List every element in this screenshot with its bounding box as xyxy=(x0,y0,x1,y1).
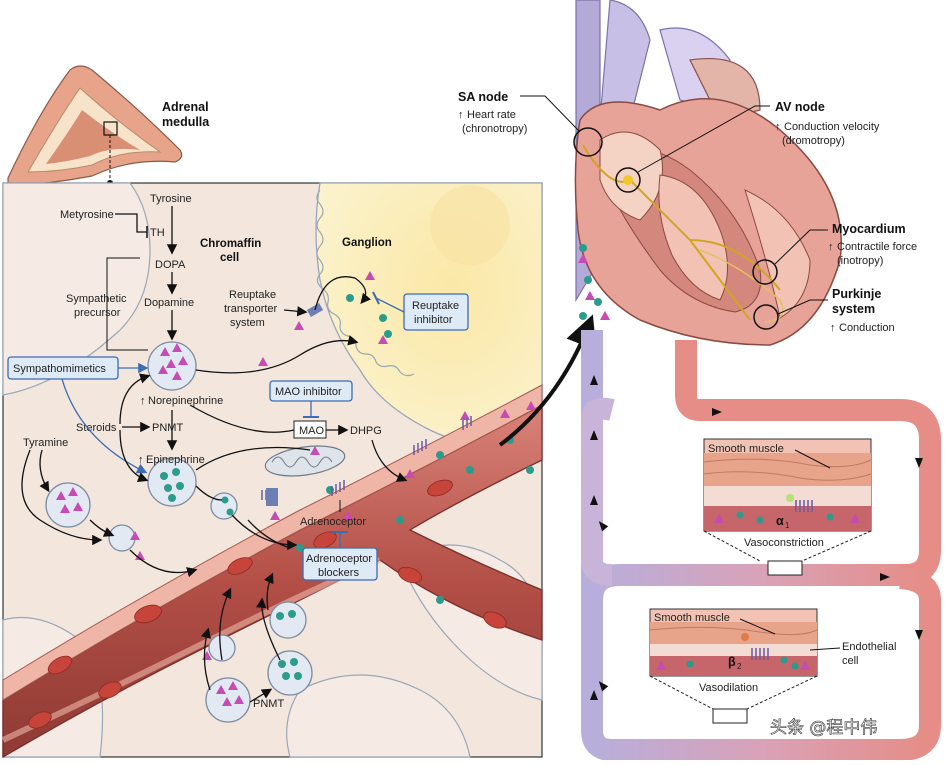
reuptake-transporter-label-3: system xyxy=(230,317,265,329)
tyramine-label: Tyramine xyxy=(23,437,68,449)
reuptake-inhibitor-label-2: inhibitor xyxy=(414,314,453,326)
myocardium-label: Myocardium xyxy=(832,222,906,236)
sa-node-label: SA node xyxy=(458,90,508,104)
adrenal-gland xyxy=(7,65,183,187)
sympathetic-precursor-label-2: precursor xyxy=(74,307,121,319)
ganglion-label: Ganglion xyxy=(342,237,392,249)
beta2-sub: 2 xyxy=(737,662,742,671)
epinephrine-molecules xyxy=(160,294,534,680)
alpha1-label: α xyxy=(776,514,784,528)
beta2-label: β xyxy=(728,655,736,669)
epinephrine-up-arrow: ↑ xyxy=(138,454,144,466)
adrenoceptor-blockers-label-2: blockers xyxy=(318,567,359,579)
purkinje-conduction-label: Conduction xyxy=(839,322,895,334)
pnmt-label: PNMT xyxy=(152,422,183,434)
reuptake-transporter-label-1: Reuptake xyxy=(229,289,276,301)
av-dromotropy-label: (dromotropy) xyxy=(782,135,845,147)
purkinje-label-2: system xyxy=(832,302,875,316)
adrenal-label-2: medulla xyxy=(162,115,210,129)
steroids-label: Steroids xyxy=(76,422,117,434)
metyrosine-label: Metyrosine xyxy=(60,209,114,221)
norepinephrine-molecules xyxy=(56,271,536,706)
mitochondrion xyxy=(264,445,346,477)
vasodilation-inset xyxy=(649,608,818,710)
sa-heart-rate-label: Heart rate xyxy=(467,109,516,121)
dopa-label: DOPA xyxy=(155,259,186,271)
endothelial-label-2: cell xyxy=(842,655,859,667)
circulation-loop xyxy=(581,330,941,761)
tyrosine-label: Tyrosine xyxy=(150,193,192,205)
myo-up-arrow: ↑ xyxy=(828,241,834,253)
sympathetic-precursor-label-1: Sympathetic xyxy=(66,293,127,305)
dhpg-label: DHPG xyxy=(350,425,382,437)
mao-label: MAO xyxy=(299,425,325,437)
sa-up-arrow: ↑ xyxy=(458,109,464,121)
mao-inhibitor-label: MAO inhibitor xyxy=(275,386,342,398)
chromaffin-label-2: cell xyxy=(220,252,239,264)
heart xyxy=(573,0,842,346)
alpha1-sub: 1 xyxy=(785,521,790,530)
vasoconstriction-label: Vasoconstriction xyxy=(744,537,824,549)
reuptake-transporter-label-2: transporter xyxy=(224,303,278,315)
norepinephrine-label: Norepinephrine xyxy=(148,395,223,407)
heart-molecules xyxy=(578,244,610,320)
reuptake-inhibitor-label-1: Reuptake xyxy=(412,300,459,312)
av-conduction-label: Conduction velocity xyxy=(784,121,880,133)
myo-inotropy-label: (inotropy) xyxy=(837,255,883,267)
av-up-arrow: ↑ xyxy=(775,121,781,133)
myo-contractile-label: Contractile force xyxy=(837,241,917,253)
purkinje-up-arrow: ↑ xyxy=(830,322,836,334)
smooth-muscle-top-label: Smooth muscle xyxy=(708,443,784,455)
dopamine-label: Dopamine xyxy=(144,297,194,309)
sympathomimetics-label: Sympathomimetics xyxy=(13,363,106,375)
sa-chronotropy-label: (chronotropy) xyxy=(462,123,527,135)
chromaffin-label-1: Chromaffin xyxy=(200,238,261,250)
watermark: 头条 @程中伟 xyxy=(770,718,877,738)
purkinje-label-1: Purkinje xyxy=(832,287,881,301)
pnmt-bottom-label: PNMT xyxy=(253,698,284,710)
th-label: TH xyxy=(150,227,165,239)
adrenal-label-1: Adrenal xyxy=(162,100,209,114)
norepinephrine-up-arrow: ↑ xyxy=(140,395,146,407)
av-node-label: AV node xyxy=(775,100,825,114)
vasoconstriction-inset xyxy=(703,438,872,562)
endothelial-label-1: Endothelial xyxy=(842,641,896,653)
vasodilation-label: Vasodilation xyxy=(699,682,758,694)
adrenoceptor-blockers-label-1: Adrenoceptor xyxy=(306,553,372,565)
smooth-muscle-bottom-label: Smooth muscle xyxy=(654,612,730,624)
adrenoceptor-label: Adrenoceptor xyxy=(300,516,366,528)
epinephrine-label: Epinephrine xyxy=(146,454,205,466)
